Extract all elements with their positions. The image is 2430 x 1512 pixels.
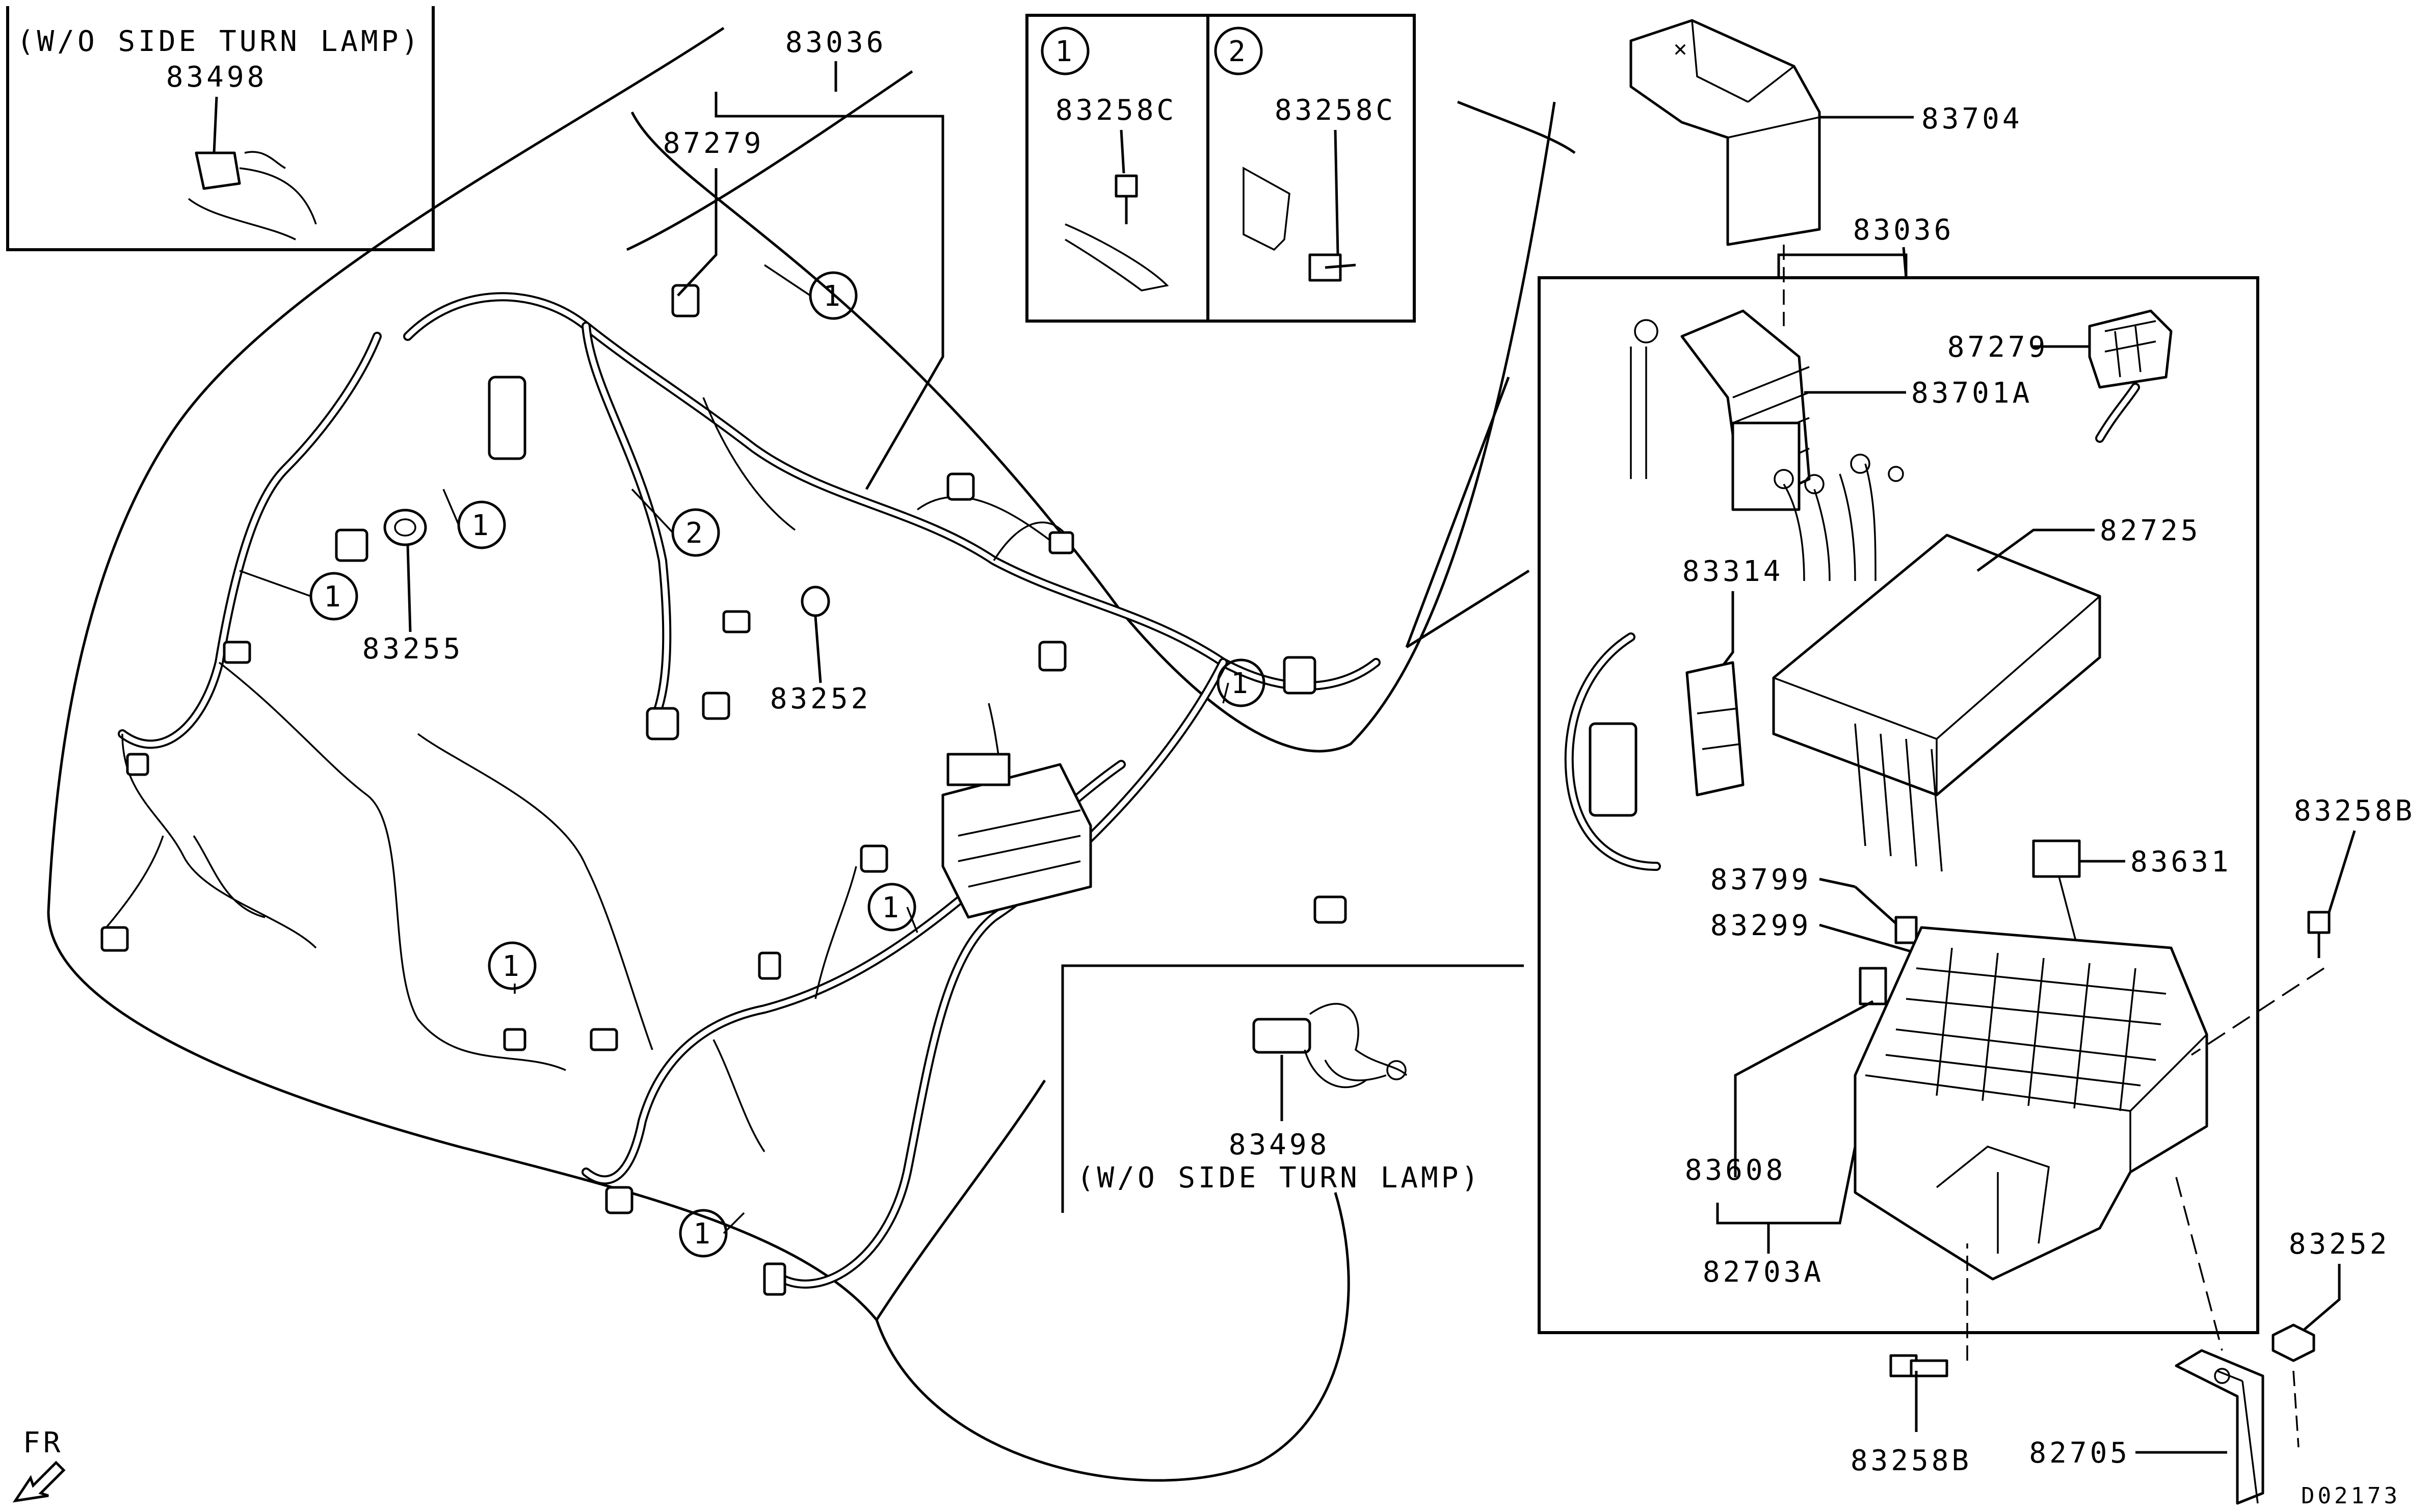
main-harness-labels: 83036 87279 83255 83252 [362, 26, 944, 715]
harness-connectors [100, 284, 1347, 1296]
label-83299: 83299 [1710, 909, 1812, 942]
svg-text:2: 2 [1228, 35, 1249, 68]
part-83314: 83314 [1564, 555, 1784, 871]
label-87279-main: 87279 [663, 127, 764, 160]
callout-1-f: 1 [488, 941, 537, 994]
callout-1-c: 1 [239, 570, 358, 621]
label-87279-right: 87279 [1947, 331, 2049, 364]
label-83314: 83314 [1682, 555, 1784, 588]
label-83252-main: 83252 [770, 682, 871, 715]
label-83036-main: 83036 [785, 26, 887, 59]
label-83701A: 83701A [1911, 377, 2032, 410]
detail-2-part: 83258C [1275, 94, 1396, 127]
label-83252-right: 83252 [2289, 1228, 2390, 1261]
label-83704: 83704 [1921, 102, 2023, 136]
inset-top-part: 83498 [166, 61, 268, 94]
svg-text:1: 1 [471, 509, 492, 542]
fr-label: FR [23, 1426, 63, 1460]
junction-block-82703A: 82703A [1703, 926, 2208, 1289]
label-83608: 83608 [1685, 1154, 1786, 1187]
nut-83252-right: 83252 [2271, 1228, 2390, 1448]
bolt-83258B-bottom: 83258B [1851, 1243, 1972, 1477]
label-83258B-right: 83258B [2294, 794, 2415, 828]
right-main-box: 83036 [1538, 214, 2259, 1334]
inset-lower-part: 83498 [1229, 1128, 1330, 1161]
callout-1-g: 1 [679, 1209, 745, 1258]
inset-top-left: (W/O SIDE TURN LAMP) 83498 [6, 6, 435, 251]
label-82705: 82705 [2029, 1437, 2130, 1470]
front-direction-indicator: FR [12, 1426, 66, 1503]
detail-box: 1 83258C 2 83258C [1025, 14, 1416, 323]
engine-room-wiring-harness [101, 292, 1381, 1289]
relay-block-83701A: 83701A [1630, 309, 2032, 581]
detail-1-part: 83258C [1055, 94, 1177, 127]
callout-2: 2 [631, 488, 720, 557]
lid-82725: 82725 [1772, 514, 2201, 872]
label-83255: 83255 [362, 632, 464, 666]
bolt-83258B-right: 83258B [2191, 794, 2415, 1056]
inset-lower: 83498 (W/O SIDE TURN LAMP) [1061, 964, 1524, 1213]
svg-text:1: 1 [1055, 35, 1075, 68]
inset-top-note: (W/O SIDE TURN LAMP) [17, 25, 421, 58]
label-83799: 83799 [1710, 863, 1812, 896]
fuses-and-relay: 83799 83299 83631 83608 [1685, 839, 2232, 1187]
detail-panel-2: 2 83258C [1214, 26, 1396, 282]
callout-1-a: 1 [764, 264, 858, 320]
svg-text:1: 1 [1231, 667, 1251, 700]
diagram-id: D02173 [2301, 1483, 2400, 1509]
label-83036-right: 83036 [1853, 214, 1954, 247]
cover-83704: ✕ 83704 [1629, 19, 2023, 246]
vehicle-body-outline [47, 26, 1576, 1482]
svg-text:1: 1 [882, 891, 902, 924]
callout-circles: 1 1 2 1 1 1 1 [239, 264, 1265, 1258]
svg-text:1: 1 [324, 580, 344, 614]
label-83258B-bottom: 83258B [1851, 1444, 1972, 1477]
svg-text:✕: ✕ [1674, 36, 1691, 62]
svg-text:1: 1 [823, 280, 843, 313]
label-83631: 83631 [2130, 845, 2232, 879]
svg-text:2: 2 [685, 517, 706, 550]
callout-1-d: 1 [1217, 658, 1265, 707]
detail-panel-1: 1 83258C [1041, 26, 1177, 291]
label-82703A: 82703A [1703, 1256, 1824, 1289]
svg-text:1: 1 [693, 1217, 714, 1251]
callout-1-b: 1 [442, 489, 506, 549]
bracket-82705: 82705 [2029, 1177, 2264, 1505]
callout-1-e: 1 [867, 883, 918, 933]
label-82725: 82725 [2100, 514, 2201, 547]
inset-lower-note: (W/O SIDE TURN LAMP) [1077, 1161, 1482, 1195]
connector-87279-right: 87279 [1947, 309, 2173, 443]
svg-text:1: 1 [502, 950, 522, 983]
